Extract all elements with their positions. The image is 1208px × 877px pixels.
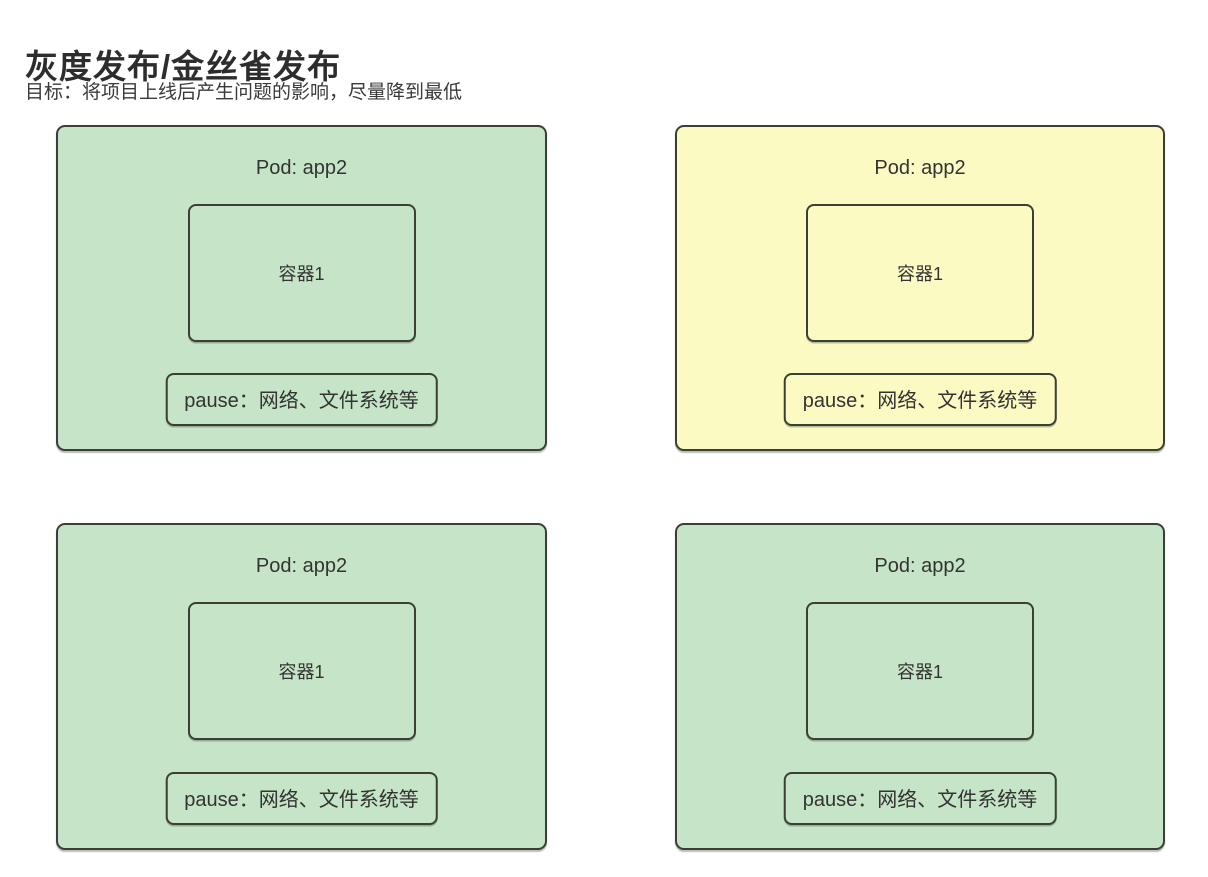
container-label: 容器1 xyxy=(896,264,943,284)
pause-box: pause：网络、文件系统等 xyxy=(783,373,1057,426)
page-subtitle: 目标：将项目上线后产生问题的影响，尽量降到最低 xyxy=(25,82,463,103)
pod-card-bottom-left: Pod: app2 容器1 pause：网络、文件系统等 xyxy=(56,523,547,850)
pause-label: pause：网络、文件系统等 xyxy=(184,789,419,811)
container-box: 容器1 xyxy=(806,602,1034,740)
container-label: 容器1 xyxy=(896,662,943,682)
container-label: 容器1 xyxy=(278,662,325,682)
pod-name-label: Pod: app2 xyxy=(255,157,348,179)
container-box: 容器1 xyxy=(806,204,1034,342)
container-box: 容器1 xyxy=(187,602,416,740)
pod-name-label: Pod: app2 xyxy=(874,555,966,577)
pod-card-bottom-right: Pod: app2 容器1 pause：网络、文件系统等 xyxy=(675,523,1165,850)
pod-card-top-left: Pod: app2 容器1 pause：网络、文件系统等 xyxy=(56,125,547,451)
pause-label: pause：网络、文件系统等 xyxy=(802,789,1038,811)
pause-label: pause：网络、文件系统等 xyxy=(184,390,419,412)
pause-label: pause：网络、文件系统等 xyxy=(802,390,1038,412)
container-label: 容器1 xyxy=(278,264,325,284)
pod-card-top-right: Pod: app2 容器1 pause：网络、文件系统等 xyxy=(675,125,1165,451)
pod-name-label: Pod: app2 xyxy=(874,157,966,179)
pause-box: pause：网络、文件系统等 xyxy=(783,772,1057,825)
pause-box: pause：网络、文件系统等 xyxy=(165,772,438,825)
page-title: 灰度发布/金丝雀发布 xyxy=(25,48,342,86)
pause-box: pause：网络、文件系统等 xyxy=(165,373,438,426)
pod-name-label: Pod: app2 xyxy=(255,555,348,577)
container-box: 容器1 xyxy=(187,204,416,342)
